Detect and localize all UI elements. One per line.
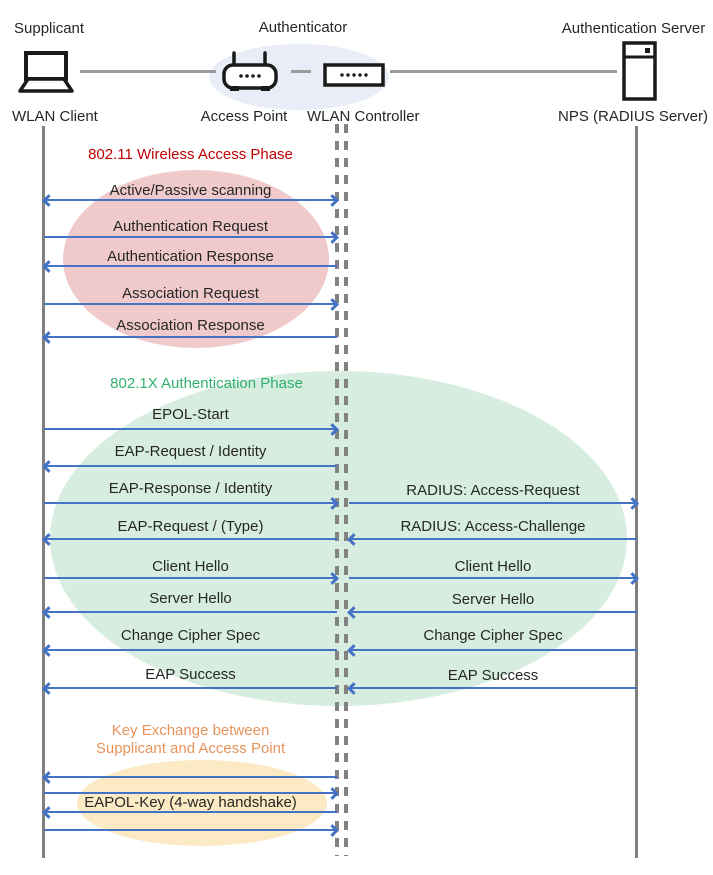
message-arrow (44, 776, 337, 778)
access-point-icon (222, 51, 278, 91)
message-arrow (349, 577, 637, 579)
message-label: Authentication Response (107, 248, 274, 265)
message-label: EAP Success (447, 667, 539, 684)
message-label: Association Response (116, 317, 265, 334)
message-label: Server Hello (451, 591, 535, 608)
message-arrow (349, 538, 637, 540)
message-label: Client Hello (152, 558, 229, 575)
message-arrow (44, 428, 337, 430)
key-exchange-phase-ellipse (77, 760, 327, 846)
message-arrow (44, 199, 337, 201)
phase-title-wireless-access: 802.11 Wireless Access Phase (88, 146, 293, 163)
message-arrow (349, 611, 637, 613)
message-label: Change Cipher Spec (423, 627, 563, 644)
message-arrow (44, 829, 337, 831)
message-label: EPOL-Start (152, 406, 229, 423)
node-label-wlan-client: WLAN Client (12, 108, 98, 125)
message-arrow (44, 611, 337, 613)
message-label: RADIUS: Access-Request (406, 482, 580, 499)
phase-title-key-exchange-line1: Key Exchange between (111, 722, 270, 739)
message-label: EAP-Request / Identity (114, 443, 267, 460)
message-label: Server Hello (149, 590, 232, 607)
lifeline-wlan-controller-dashed (335, 124, 339, 856)
node-label-access-point: Access Point (200, 108, 288, 125)
message-arrow (44, 792, 337, 794)
phase-title-key-exchange-line2: Supplicant and Access Point (95, 740, 286, 757)
message-label: Active/Passive scanning (109, 182, 272, 199)
message-label-eapol-key: EAPOL-Key (4-way handshake) (84, 794, 297, 811)
message-arrow (349, 687, 637, 689)
message-arrow (349, 502, 637, 504)
topology-link (291, 70, 311, 73)
message-arrow (44, 236, 337, 238)
message-arrow (44, 265, 337, 267)
lifeline-nps-server (635, 126, 638, 858)
message-label: Client Hello (454, 558, 532, 575)
message-label: EAP Success (145, 666, 236, 683)
phase-title-authentication: 802.1X Authentication Phase (110, 375, 303, 392)
node-label-wlan-controller: WLAN Controller (307, 108, 420, 125)
message-arrow (44, 303, 337, 305)
role-label-supplicant: Supplicant (14, 20, 85, 37)
message-arrow (349, 649, 637, 651)
server-icon (622, 41, 657, 101)
message-arrow (44, 649, 337, 651)
message-arrow (44, 465, 337, 467)
message-arrow (44, 502, 337, 504)
message-label: Change Cipher Spec (120, 627, 261, 644)
message-arrow (44, 687, 337, 689)
message-label: Association Request (122, 285, 259, 302)
lifeline-wlan-controller-dashed (344, 124, 348, 856)
topology-link (390, 70, 617, 73)
message-label: Authentication Request (112, 218, 269, 235)
laptop-icon (18, 51, 74, 93)
node-label-nps-server: NPS (RADIUS Server) (557, 108, 709, 125)
message-label: EAP-Request / (Type) (117, 518, 264, 535)
topology-link (80, 70, 216, 73)
message-label: RADIUS: Access-Challenge (400, 518, 586, 535)
message-arrow (44, 577, 337, 579)
lifeline-wlan-client (42, 126, 45, 858)
wlan-controller-icon (323, 63, 385, 87)
message-label: EAP-Response / Identity (108, 480, 273, 497)
message-arrow (44, 538, 337, 540)
role-label-authentication-server: Authentication Server (561, 20, 706, 37)
role-label-authenticator: Authenticator (258, 19, 348, 36)
message-arrow (44, 336, 337, 338)
message-arrow (44, 811, 337, 813)
